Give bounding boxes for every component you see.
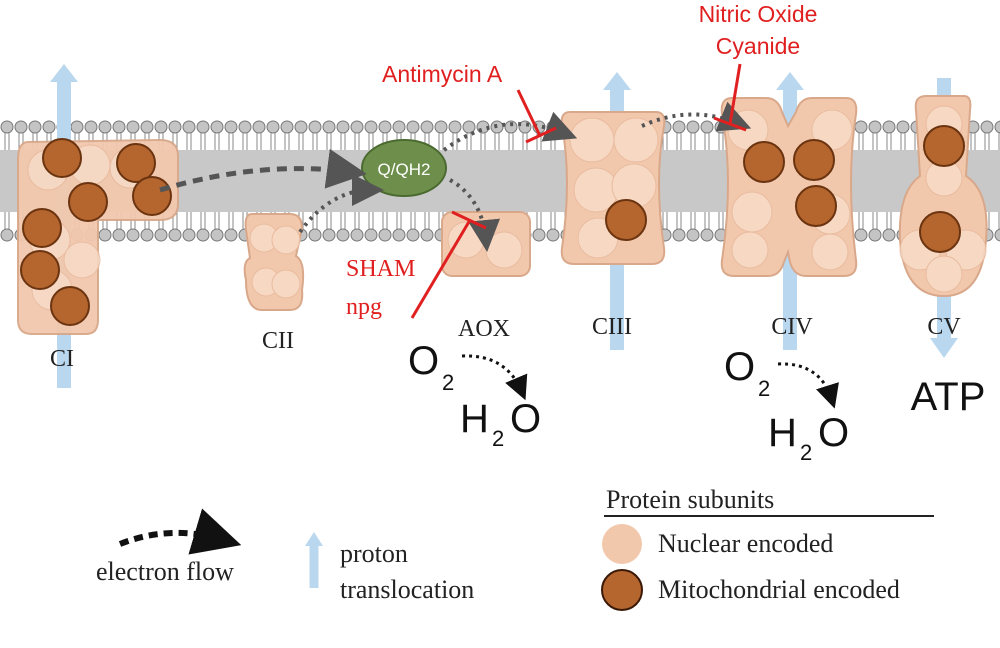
- quinone-label: Q/QH2: [378, 160, 431, 179]
- inhibitor-nitric-oxide: Nitric Oxide: [699, 1, 818, 27]
- inhibitors: Antimycin A Nitric Oxide Cyanide SHAM np…: [346, 1, 817, 320]
- legend-proton-label-1: proton: [340, 539, 408, 568]
- complex-i: CI: [17, 138, 179, 372]
- electron-flow-cii-to-q: [298, 174, 384, 234]
- civ-h2o-h: H: [768, 411, 797, 455]
- aox-reaction: O 2 H 2 O: [408, 339, 541, 451]
- electron-flow-ci-to-q: [159, 148, 367, 193]
- civ-o2-sub: 2: [758, 376, 770, 401]
- civ-o2-o: O: [724, 345, 755, 389]
- atp-label: ATP: [911, 375, 986, 419]
- aox-h2o-sub: 2: [492, 426, 504, 451]
- legend: electron flow proton translocation Prote…: [96, 485, 934, 611]
- aox-o2-o: O: [408, 339, 439, 383]
- legend-electron-flow-arrow: [118, 508, 242, 555]
- complex-ii-label: CII: [262, 328, 294, 354]
- inhibitor-cyanide-line: [728, 63, 742, 125]
- complex-ii: CII: [243, 213, 305, 354]
- aox-h2o-o: O: [510, 397, 541, 441]
- complex-iii-label: CIII: [592, 314, 632, 340]
- complex-v-label: CV: [927, 314, 961, 340]
- inhibitor-cyanide: Cyanide: [716, 33, 800, 59]
- legend-nuclear-swatch: [602, 524, 642, 564]
- complex-i-label: CI: [50, 346, 74, 372]
- inhibitor-antimycin-a: Antimycin A: [382, 61, 503, 87]
- inhibitor-sham-line: [410, 219, 472, 319]
- legend-proton-label-2: translocation: [340, 575, 474, 604]
- aox-reaction-arrow: [461, 354, 528, 401]
- legend-mito-label: Mitochondrial encoded: [658, 575, 900, 604]
- inhibitor-sham: SHAM: [346, 256, 415, 282]
- complex-iii: CIII: [560, 111, 666, 340]
- legend-electron-flow-label: electron flow: [96, 557, 234, 586]
- legend-nuclear-label: Nuclear encoded: [658, 529, 833, 558]
- complex-v: CV: [898, 95, 988, 340]
- aox-h2o-h: H: [460, 397, 489, 441]
- complex-iv: CIV: [720, 97, 858, 340]
- civ-reaction: O 2 H 2 O: [724, 345, 849, 465]
- complex-iv-label: CIV: [771, 314, 813, 340]
- legend-mito-swatch: [601, 569, 643, 611]
- civ-reaction-arrow: [777, 362, 839, 409]
- inhibitor-antimycin-line: [516, 89, 542, 137]
- legend-subunits-title: Protein subunits: [606, 485, 774, 514]
- civ-h2o-o: O: [818, 411, 849, 455]
- aox-o2-sub: 2: [442, 370, 454, 395]
- aox-label: AOX: [458, 316, 510, 342]
- inhibitor-npg: npg: [346, 294, 382, 320]
- electron-flow-q-to-aox: [448, 178, 501, 252]
- quinone-pool: Q/QH2: [361, 139, 447, 197]
- civ-h2o-sub: 2: [800, 440, 812, 465]
